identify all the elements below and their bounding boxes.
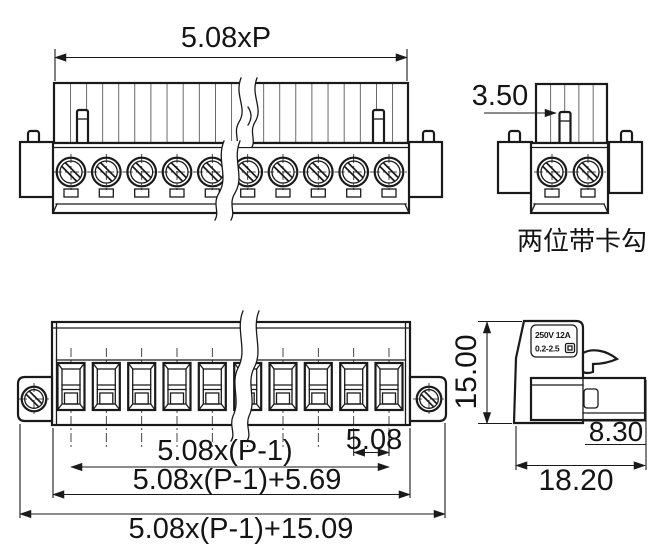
dim-height: 15.00 bbox=[450, 320, 522, 425]
contact-socket bbox=[268, 346, 298, 449]
dim-socket: 8.30 bbox=[583, 380, 647, 470]
bottom-view: 5.08 5.08x(P-1) 5.08x(P-1)+5.69 5.08x(P-… bbox=[16, 310, 448, 545]
caption-two-position-with-latch: 两位带卡勾 bbox=[517, 226, 647, 256]
two-position-front-view: 3.50 两位带卡勾 bbox=[472, 80, 647, 256]
latch-pin-left bbox=[75, 108, 90, 149]
break-line-fins bbox=[235, 77, 259, 148]
break-line-body bbox=[214, 140, 241, 221]
dim-width: 5.08xP bbox=[54, 22, 408, 81]
square-insulation-icon bbox=[564, 342, 576, 354]
rating-label: 250V 12A 0.2-2.5 bbox=[530, 324, 578, 358]
dim-pitch: 5.08 bbox=[346, 424, 402, 457]
contact-socket bbox=[56, 346, 86, 449]
fin-comb bbox=[52, 81, 410, 145]
dim-overall-width: 5.08x(P-1)+15.09 bbox=[19, 423, 446, 545]
mounting-ears bbox=[496, 129, 644, 195]
dim-overall-width-label: 5.08x(P-1)+15.09 bbox=[129, 513, 354, 545]
side-view: 15.00 250V 12A 0.2-2.5 8.30 bbox=[450, 319, 647, 497]
dim-pitch-span: 5.08x(P-1) bbox=[70, 435, 390, 472]
latch-hook bbox=[581, 349, 620, 375]
multi-front-view: 5.08xP bbox=[18, 22, 444, 221]
rating-voltage-current: 250V 12A bbox=[535, 330, 571, 340]
dim-depth-label: 18.20 bbox=[538, 464, 613, 497]
dim-pin-label: 3.50 bbox=[472, 80, 528, 112]
dim-pitch-label: 5.08 bbox=[346, 424, 402, 456]
break-line bbox=[230, 310, 260, 442]
dim-width-label: 5.08xP bbox=[181, 22, 271, 54]
latch-pin-right bbox=[371, 108, 386, 149]
contact-socket bbox=[303, 346, 333, 449]
dim-depth: 18.20 bbox=[515, 426, 646, 497]
contact-socket bbox=[91, 346, 121, 449]
contact-socket bbox=[162, 346, 192, 449]
dim-height-label: 15.00 bbox=[450, 334, 483, 409]
contact-socket bbox=[127, 346, 157, 449]
dim-pin: 3.50 bbox=[472, 80, 557, 118]
dim-body-width: 5.08x(P-1)+5.69 bbox=[52, 428, 411, 499]
rating-wire-range: 0.2-2.5 bbox=[535, 344, 560, 354]
plug-block bbox=[529, 376, 647, 422]
dim-socket-label: 8.30 bbox=[589, 416, 644, 447]
dim-pitch-span-label: 5.08x(P-1) bbox=[157, 435, 292, 467]
contact-socket bbox=[197, 346, 227, 449]
mounting-flanges bbox=[16, 375, 448, 423]
dim-body-width-label: 5.08x(P-1)+5.69 bbox=[133, 464, 342, 496]
